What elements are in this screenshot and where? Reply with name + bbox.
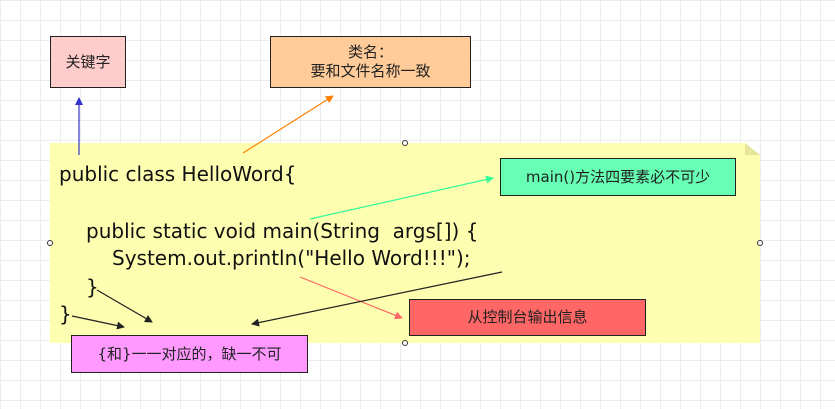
braces-label-text: {和}一一对应的，缺一不可 xyxy=(97,344,282,363)
resize-handle-bottom[interactable] xyxy=(402,340,408,346)
arrow-to-class-name xyxy=(242,95,334,154)
code-line-class-close-brace: } xyxy=(59,302,72,326)
keyword-label-box[interactable]: 关键字 xyxy=(50,36,126,88)
braces-label-box[interactable]: {和}一一对应的，缺一不可 xyxy=(71,335,308,373)
arrow-outer-brace xyxy=(71,315,125,330)
code-line-method-close-brace: } xyxy=(86,275,99,299)
arrow-inner-brace xyxy=(96,289,153,323)
arrow-open-brace xyxy=(251,271,503,327)
main-method-label-box[interactable]: main()方法四要素必不可少 xyxy=(500,158,736,196)
main-method-label-text: main()方法四要素必不可少 xyxy=(525,167,711,186)
keyword-label-text: 关键字 xyxy=(65,52,111,71)
class-name-desc-text: 要和文件名称一致 xyxy=(310,62,431,80)
resize-handle-left[interactable] xyxy=(47,240,53,246)
resize-handle-top[interactable] xyxy=(402,140,408,146)
console-output-label-box[interactable]: 从控制台输出信息 xyxy=(409,299,646,336)
arrow-to-main-method xyxy=(309,175,494,220)
arrow-to-console-output xyxy=(299,276,403,320)
resize-handle-right[interactable] xyxy=(757,240,763,246)
class-name-label-box[interactable]: 类名： 要和文件名称一致 xyxy=(270,36,471,88)
code-line-println: System.out.println("Hello Word!!!"); xyxy=(112,246,471,270)
console-output-label-text: 从控制台输出信息 xyxy=(467,308,588,327)
code-line-class-declaration: public class HelloWord{ xyxy=(59,162,297,186)
code-line-main-method: public static void main(String args[]) { xyxy=(86,219,479,243)
class-name-title-text: 类名： xyxy=(347,43,393,62)
